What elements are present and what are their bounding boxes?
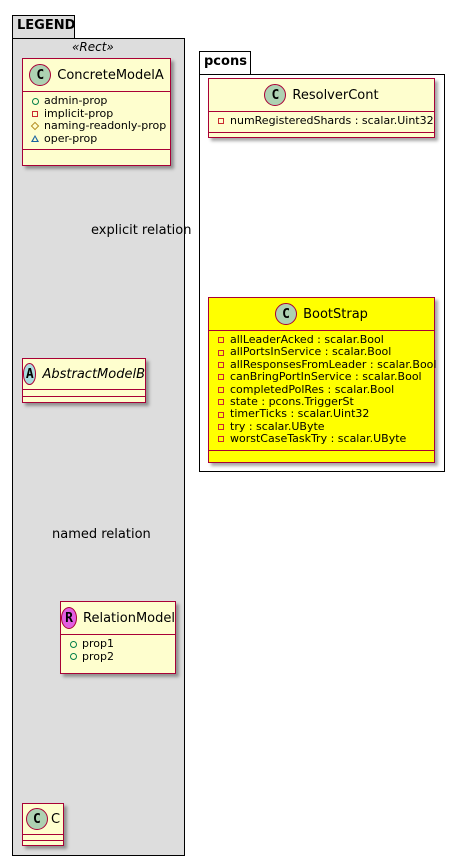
attribute-row: allLeaderAcked : scalar.Bool bbox=[215, 333, 428, 346]
attribute-text: canBringPortInService : scalar.Bool bbox=[230, 370, 422, 384]
private-visibility-icon bbox=[218, 411, 224, 418]
concrete-model-a-attributes: admin-prop implicit-prop naming-readonly… bbox=[23, 92, 170, 149]
attribute-row: oper-prop bbox=[29, 131, 164, 146]
named-relation-label: named relation bbox=[52, 527, 151, 542]
private-visibility-icon bbox=[32, 110, 38, 117]
pcons-package-name: pcons bbox=[204, 54, 247, 69]
bootstrap-header: C BootStrap bbox=[209, 298, 434, 330]
legend-package bbox=[12, 38, 185, 856]
attribute-row: completedPolRes : scalar.Bool bbox=[215, 382, 428, 396]
attribute-text: worstCaseTaskTry : scalar.UByte bbox=[230, 432, 407, 446]
bootstrap-class[interactable]: C BootStrap allLeaderAcked : scalar.Bool… bbox=[208, 297, 436, 463]
attribute-text: implicit-prop bbox=[44, 106, 114, 120]
relation-model-class[interactable]: R RelationModel prop1 prop2 bbox=[60, 601, 176, 674]
attribute-row: prop1 bbox=[67, 637, 169, 651]
legend-package-name: LEGEND bbox=[17, 18, 76, 33]
private-visibility-icon bbox=[218, 118, 224, 125]
relation-model-header: R RelationModel bbox=[61, 602, 175, 634]
relation-badge-icon: R bbox=[61, 607, 78, 629]
private-visibility-icon bbox=[218, 386, 224, 393]
abstract-model-b-class[interactable]: A AbstractModelB bbox=[22, 358, 146, 403]
class-badge-icon: C bbox=[25, 808, 48, 830]
public-visibility-icon bbox=[69, 653, 77, 661]
resolver-cont-header: C ResolverCont bbox=[209, 79, 434, 111]
private-visibility-icon bbox=[218, 399, 224, 406]
class-c-header: C C bbox=[23, 804, 63, 834]
relation-model-attributes: prop1 prop2 bbox=[61, 635, 175, 667]
attribute-text: admin-prop bbox=[44, 94, 108, 107]
attribute-text: timerTicks : scalar.Uint32 bbox=[230, 407, 370, 421]
attribute-row: allPortsInService : scalar.Bool bbox=[215, 345, 428, 359]
attribute-text: state : pcons.TriggerSt bbox=[230, 395, 354, 409]
concrete-model-a-name: ConcreteModelA bbox=[57, 67, 164, 83]
bootstrap-attributes: allLeaderAcked : scalar.Bool allPortsInS… bbox=[209, 331, 436, 450]
attribute-text: try : scalar.UByte bbox=[230, 419, 325, 433]
abstract-badge-icon: A bbox=[23, 363, 37, 385]
private-visibility-icon bbox=[218, 362, 224, 369]
private-visibility-icon bbox=[218, 374, 224, 381]
public-visibility-icon bbox=[69, 640, 77, 648]
class-c-name: C bbox=[50, 811, 61, 827]
relation-model-name: RelationModel bbox=[83, 610, 175, 626]
protected-visibility-icon bbox=[30, 122, 40, 131]
attribute-row: timerTicks : scalar.Uint32 bbox=[215, 408, 428, 420]
class-badge-icon: C bbox=[29, 64, 52, 86]
attribute-text: completedPolRes : scalar.Bool bbox=[230, 382, 395, 396]
attribute-row: naming-readonly-prop bbox=[29, 119, 167, 133]
attribute-row: prop2 bbox=[67, 649, 169, 664]
class-badge-icon: C bbox=[264, 84, 287, 106]
concrete-model-a-class[interactable]: C ConcreteModelA admin-prop implicit-pro… bbox=[22, 58, 171, 166]
private-visibility-icon bbox=[218, 349, 224, 356]
private-visibility-icon bbox=[218, 436, 224, 443]
attribute-text: allLeaderAcked : scalar.Bool bbox=[230, 333, 384, 346]
attribute-row: admin-prop bbox=[29, 94, 164, 108]
attribute-text: allPortsInService : scalar.Bool bbox=[230, 345, 392, 359]
public-visibility-icon bbox=[31, 97, 39, 105]
attribute-row: numRegisteredShards : scalar.Uint32 bbox=[215, 114, 434, 128]
legend-stereotype: «Rect» bbox=[72, 40, 114, 54]
legend-package-tab: LEGEND bbox=[12, 15, 75, 39]
class-badge-icon: C bbox=[275, 303, 298, 325]
abstract-model-b-header: A AbstractModelB bbox=[23, 359, 145, 389]
attribute-row: state : pcons.TriggerSt bbox=[215, 395, 428, 409]
class-c[interactable]: C C bbox=[22, 803, 64, 846]
abstract-model-b-name: AbstractModelB bbox=[42, 366, 145, 382]
attribute-row: worstCaseTaskTry : scalar.UByte bbox=[215, 432, 428, 446]
attribute-row: allResponsesFromLeader : scalar.Bool bbox=[215, 358, 436, 371]
attribute-text: naming-readonly-prop bbox=[44, 119, 167, 132]
resolver-cont-class[interactable]: C ResolverCont numRegisteredShards : sca… bbox=[208, 78, 435, 138]
resolver-cont-name: ResolverCont bbox=[292, 87, 379, 103]
explicit-relation-label: explicit relation bbox=[91, 223, 192, 238]
attribute-row: try : scalar.UByte bbox=[215, 419, 428, 433]
pcons-package-tab: pcons bbox=[199, 51, 251, 75]
attribute-text: allResponsesFromLeader : scalar.Bool bbox=[230, 357, 437, 371]
resolver-cont-attributes: numRegisteredShards : scalar.Uint32 bbox=[209, 112, 434, 132]
bootstrap-name: BootStrap bbox=[303, 306, 368, 322]
attribute-row: canBringPortInService : scalar.Bool bbox=[215, 370, 428, 384]
private-visibility-icon bbox=[218, 424, 224, 431]
attribute-text: oper-prop bbox=[44, 131, 98, 145]
package-visibility-icon bbox=[31, 135, 39, 143]
attribute-text: numRegisteredShards : scalar.Uint32 bbox=[230, 114, 434, 127]
attribute-row: implicit-prop bbox=[29, 106, 164, 121]
attribute-text: prop1 bbox=[82, 637, 114, 650]
private-visibility-icon bbox=[218, 337, 224, 344]
concrete-model-a-header: C ConcreteModelA bbox=[23, 59, 170, 91]
attribute-text: prop2 bbox=[82, 649, 114, 663]
